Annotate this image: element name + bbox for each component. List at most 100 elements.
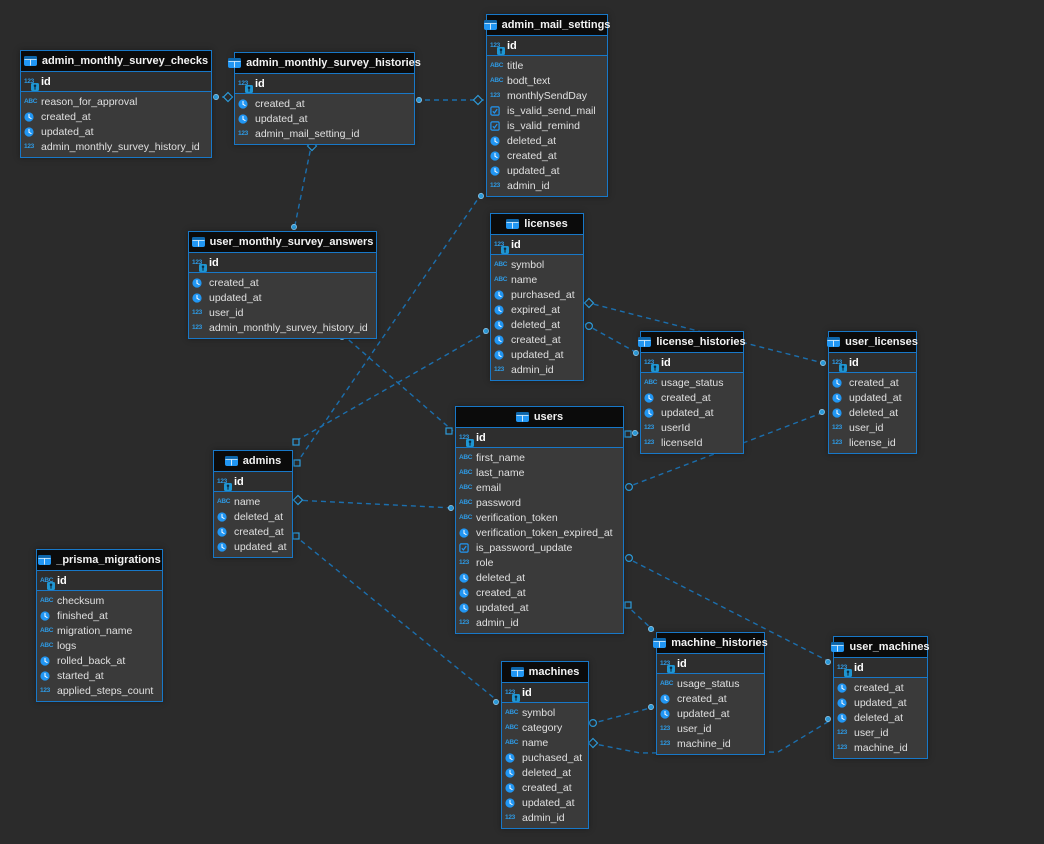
table-header[interactable]: license_histories xyxy=(638,332,746,353)
table-header[interactable]: licenses xyxy=(491,214,583,235)
field-row-expired_at[interactable]: expired_at xyxy=(491,302,583,317)
field-row-deleted_at[interactable]: deleted_at xyxy=(829,405,916,420)
field-row-deleted_at[interactable]: deleted_at xyxy=(491,317,583,332)
field-row-deleted_at[interactable]: deleted_at xyxy=(834,710,927,725)
field-row-created_at[interactable]: created_at xyxy=(189,275,376,290)
field-row-is_valid_send_mail[interactable]: is_valid_send_mail xyxy=(487,103,607,118)
field-row-deleted_at[interactable]: deleted_at xyxy=(487,133,607,148)
field-row-updated_at[interactable]: updated_at xyxy=(487,163,607,178)
field-row-created_at[interactable]: created_at xyxy=(21,109,211,124)
table-header[interactable]: user_machines xyxy=(831,637,930,658)
field-row-created_at[interactable]: created_at xyxy=(502,780,588,795)
field-row-updated_at[interactable]: updated_at xyxy=(641,405,743,420)
field-row-rolled_back_at[interactable]: rolled_back_at xyxy=(37,653,162,668)
table-header[interactable]: users xyxy=(456,407,623,428)
field-row-created_at[interactable]: created_at xyxy=(834,680,927,695)
field-row-deleted_at[interactable]: deleted_at xyxy=(502,765,588,780)
field-row-updated_at[interactable]: updated_at xyxy=(491,347,583,362)
field-row-updated_at[interactable]: updated_at xyxy=(834,695,927,710)
field-row-started_at[interactable]: started_at xyxy=(37,668,162,683)
field-row-verification_token_expired_at[interactable]: verification_token_expired_at xyxy=(456,525,623,540)
field-row-created_at[interactable]: created_at xyxy=(641,390,743,405)
field-row-updated_at[interactable]: updated_at xyxy=(657,706,764,721)
field-row-deleted_at[interactable]: deleted_at xyxy=(214,509,292,524)
table-header[interactable]: _prisma_migrations xyxy=(37,550,162,571)
field-row-created_at[interactable]: created_at xyxy=(235,96,414,111)
field-row-purchased_at[interactable]: purchased_at xyxy=(491,287,583,302)
field-row-updated_at[interactable]: updated_at xyxy=(829,390,916,405)
field-row-finished_at[interactable]: finished_at xyxy=(37,608,162,623)
field-row-created_at[interactable]: created_at xyxy=(214,524,292,539)
table-header[interactable]: admin_monthly_survey_histories xyxy=(228,53,421,74)
table-header[interactable]: admin_mail_settings xyxy=(483,15,610,36)
field-row-created_at[interactable]: created_at xyxy=(487,148,607,163)
table-header[interactable]: user_monthly_survey_answers xyxy=(189,232,376,253)
field-row-updated_at[interactable]: updated_at xyxy=(21,124,211,139)
field-row-is_valid_remind[interactable]: is_valid_remind xyxy=(487,118,607,133)
field-row-is_password_update[interactable]: is_password_update xyxy=(456,540,623,555)
field-row-deleted_at[interactable]: deleted_at xyxy=(456,570,623,585)
field-row-updated_at[interactable]: updated_at xyxy=(235,111,414,126)
field-row-created_at[interactable]: created_at xyxy=(491,332,583,347)
field-row-updated_at[interactable]: updated_at xyxy=(214,539,292,554)
table-header[interactable]: machines xyxy=(502,662,588,683)
field-row-created_at[interactable]: created_at xyxy=(657,691,764,706)
